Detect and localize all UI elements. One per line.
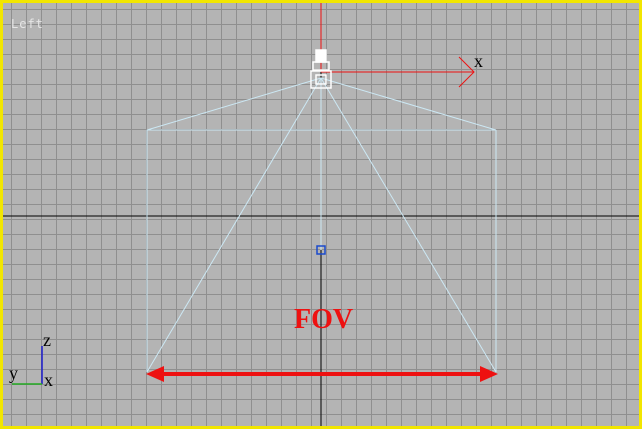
fov-label: FOV	[294, 304, 353, 335]
axis-tripod	[12, 346, 43, 385]
gizmo-x-label: x	[474, 51, 483, 71]
fov-arrow	[146, 366, 498, 382]
camera-icon[interactable]	[310, 49, 332, 89]
tripod-x-label: x	[44, 370, 53, 390]
camera-target-marker[interactable]	[316, 245, 326, 255]
tripod-z-label: z	[43, 330, 51, 350]
viewport-label[interactable]: Left	[11, 17, 44, 31]
camera-frustum[interactable]	[146, 77, 497, 373]
move-gizmo[interactable]	[320, 3, 475, 88]
tripod-y-label: y	[9, 363, 18, 383]
